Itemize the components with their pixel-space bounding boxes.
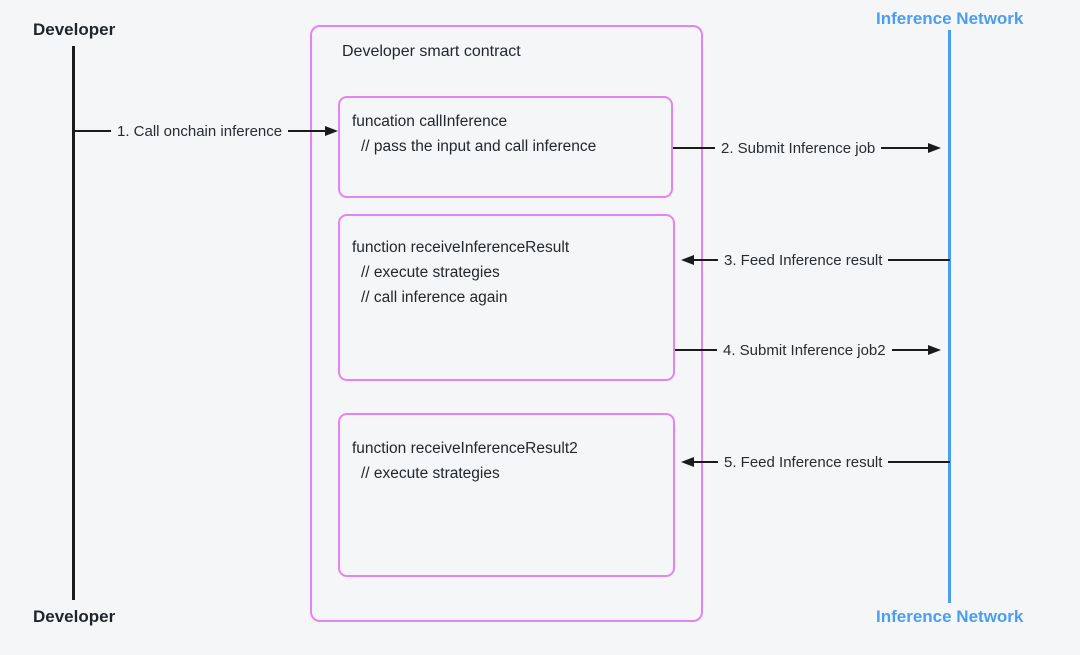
arrowhead-left-icon — [681, 255, 694, 265]
arrow-line — [694, 460, 718, 464]
contract-box: Developer smart contract — [310, 25, 703, 622]
arrow-line — [73, 129, 111, 133]
arrow-line — [888, 460, 950, 464]
arrow-line — [288, 129, 325, 133]
arrowhead-right-icon — [928, 143, 941, 153]
message-arrow-2: 2. Submit Inference job — [673, 137, 941, 159]
function-signature: funcation callInference — [352, 113, 508, 130]
arrow-label: 5. Feed Inference result — [724, 453, 883, 471]
function-box-receiveinferenceresult2: function receiveInferenceResult2 // exec… — [338, 413, 675, 577]
arrowhead-right-icon — [928, 345, 941, 355]
arrow-line — [888, 258, 950, 262]
message-arrow-1: 1. Call onchain inference — [73, 120, 338, 142]
developer-lifeline — [72, 46, 75, 600]
function-comment: // execute strategies — [361, 264, 500, 281]
message-arrow-3: 3. Feed Inference result — [681, 249, 950, 271]
developer-label-bottom: Developer — [33, 607, 116, 626]
arrow-line — [881, 146, 928, 150]
function-signature: function receiveInferenceResult — [352, 239, 570, 256]
arrow-line — [673, 146, 715, 150]
arrow-line — [694, 258, 718, 262]
arrow-label: 4. Submit Inference job2 — [723, 341, 886, 359]
function-signature: function receiveInferenceResult2 — [352, 440, 578, 457]
function-box-callinference: funcation callInference // pass the inpu… — [338, 96, 673, 198]
arrowhead-left-icon — [681, 457, 694, 467]
inference-network-label-bottom: Inference Network — [876, 607, 1024, 626]
function-comment: // execute strategies — [361, 465, 500, 482]
inference-network-lifeline — [948, 30, 951, 603]
function-box-receiveinferenceresult: function receiveInferenceResult // execu… — [338, 214, 675, 381]
arrow-label: 2. Submit Inference job — [721, 139, 876, 157]
message-arrow-4: 4. Submit Inference job2 — [675, 339, 941, 361]
inference-network-label-top: Inference Network — [876, 9, 1024, 28]
arrow-line — [891, 348, 928, 352]
message-arrow-5: 5. Feed Inference result — [681, 451, 950, 473]
arrow-line — [675, 348, 717, 352]
function-comment: // pass the input and call inference — [361, 138, 597, 155]
function-comment: // call inference again — [361, 289, 508, 306]
arrow-label: 3. Feed Inference result — [724, 251, 883, 269]
developer-label-top: Developer — [33, 20, 116, 39]
contract-title: Developer smart contract — [342, 43, 521, 60]
arrowhead-right-icon — [325, 126, 338, 136]
arrow-label: 1. Call onchain inference — [117, 122, 283, 140]
